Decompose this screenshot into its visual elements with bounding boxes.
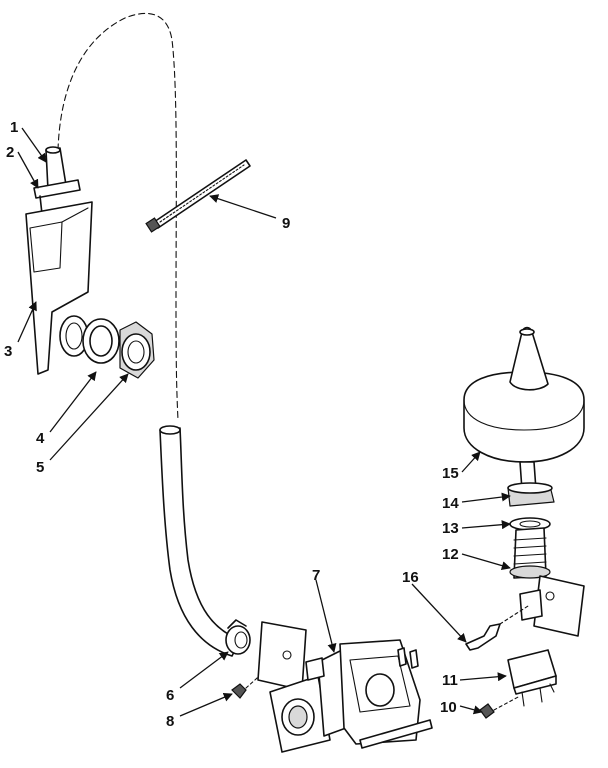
callout-11: 11 bbox=[442, 672, 458, 689]
callout-5: 5 bbox=[36, 459, 44, 476]
callout-6: 6 bbox=[166, 687, 174, 704]
part-11-float-switch bbox=[507, 649, 557, 707]
callout-12: 12 bbox=[442, 546, 459, 563]
callout-10: 10 bbox=[440, 699, 457, 716]
callout-4: 4 bbox=[36, 430, 45, 447]
part-13-washer bbox=[509, 517, 551, 531]
part-4-gasket bbox=[59, 315, 120, 364]
callout-7: 7 bbox=[312, 567, 320, 584]
part-7-water-valve bbox=[257, 621, 433, 753]
callout-13: 13 bbox=[442, 520, 459, 537]
callout-14: 14 bbox=[442, 495, 459, 512]
callout-15: 15 bbox=[442, 465, 459, 482]
part-16-lever-link bbox=[465, 605, 529, 651]
callout-1: 1 bbox=[10, 119, 18, 136]
callout-8: 8 bbox=[166, 713, 174, 730]
part-1-tube-nozzle bbox=[45, 146, 67, 191]
part-5-nut bbox=[119, 321, 155, 379]
part-9-cable-tie bbox=[145, 159, 251, 233]
leader-lines bbox=[17, 127, 511, 717]
part-6-hose-clamp bbox=[225, 619, 251, 655]
part-3-inlet-bracket bbox=[25, 201, 93, 375]
callout-16: 16 bbox=[402, 569, 419, 586]
part-14-nut bbox=[507, 482, 555, 507]
callout-3: 3 bbox=[4, 343, 12, 360]
callout-labels: 1 2 3 4 5 6 7 8 9 10 11 12 13 14 15 16 bbox=[4, 119, 459, 730]
callout-2: 2 bbox=[6, 144, 14, 161]
part-15-float bbox=[463, 326, 585, 491]
part-10-screw bbox=[479, 695, 521, 719]
part-12-switch-bracket-stem bbox=[509, 527, 585, 637]
callout-9: 9 bbox=[282, 215, 290, 232]
